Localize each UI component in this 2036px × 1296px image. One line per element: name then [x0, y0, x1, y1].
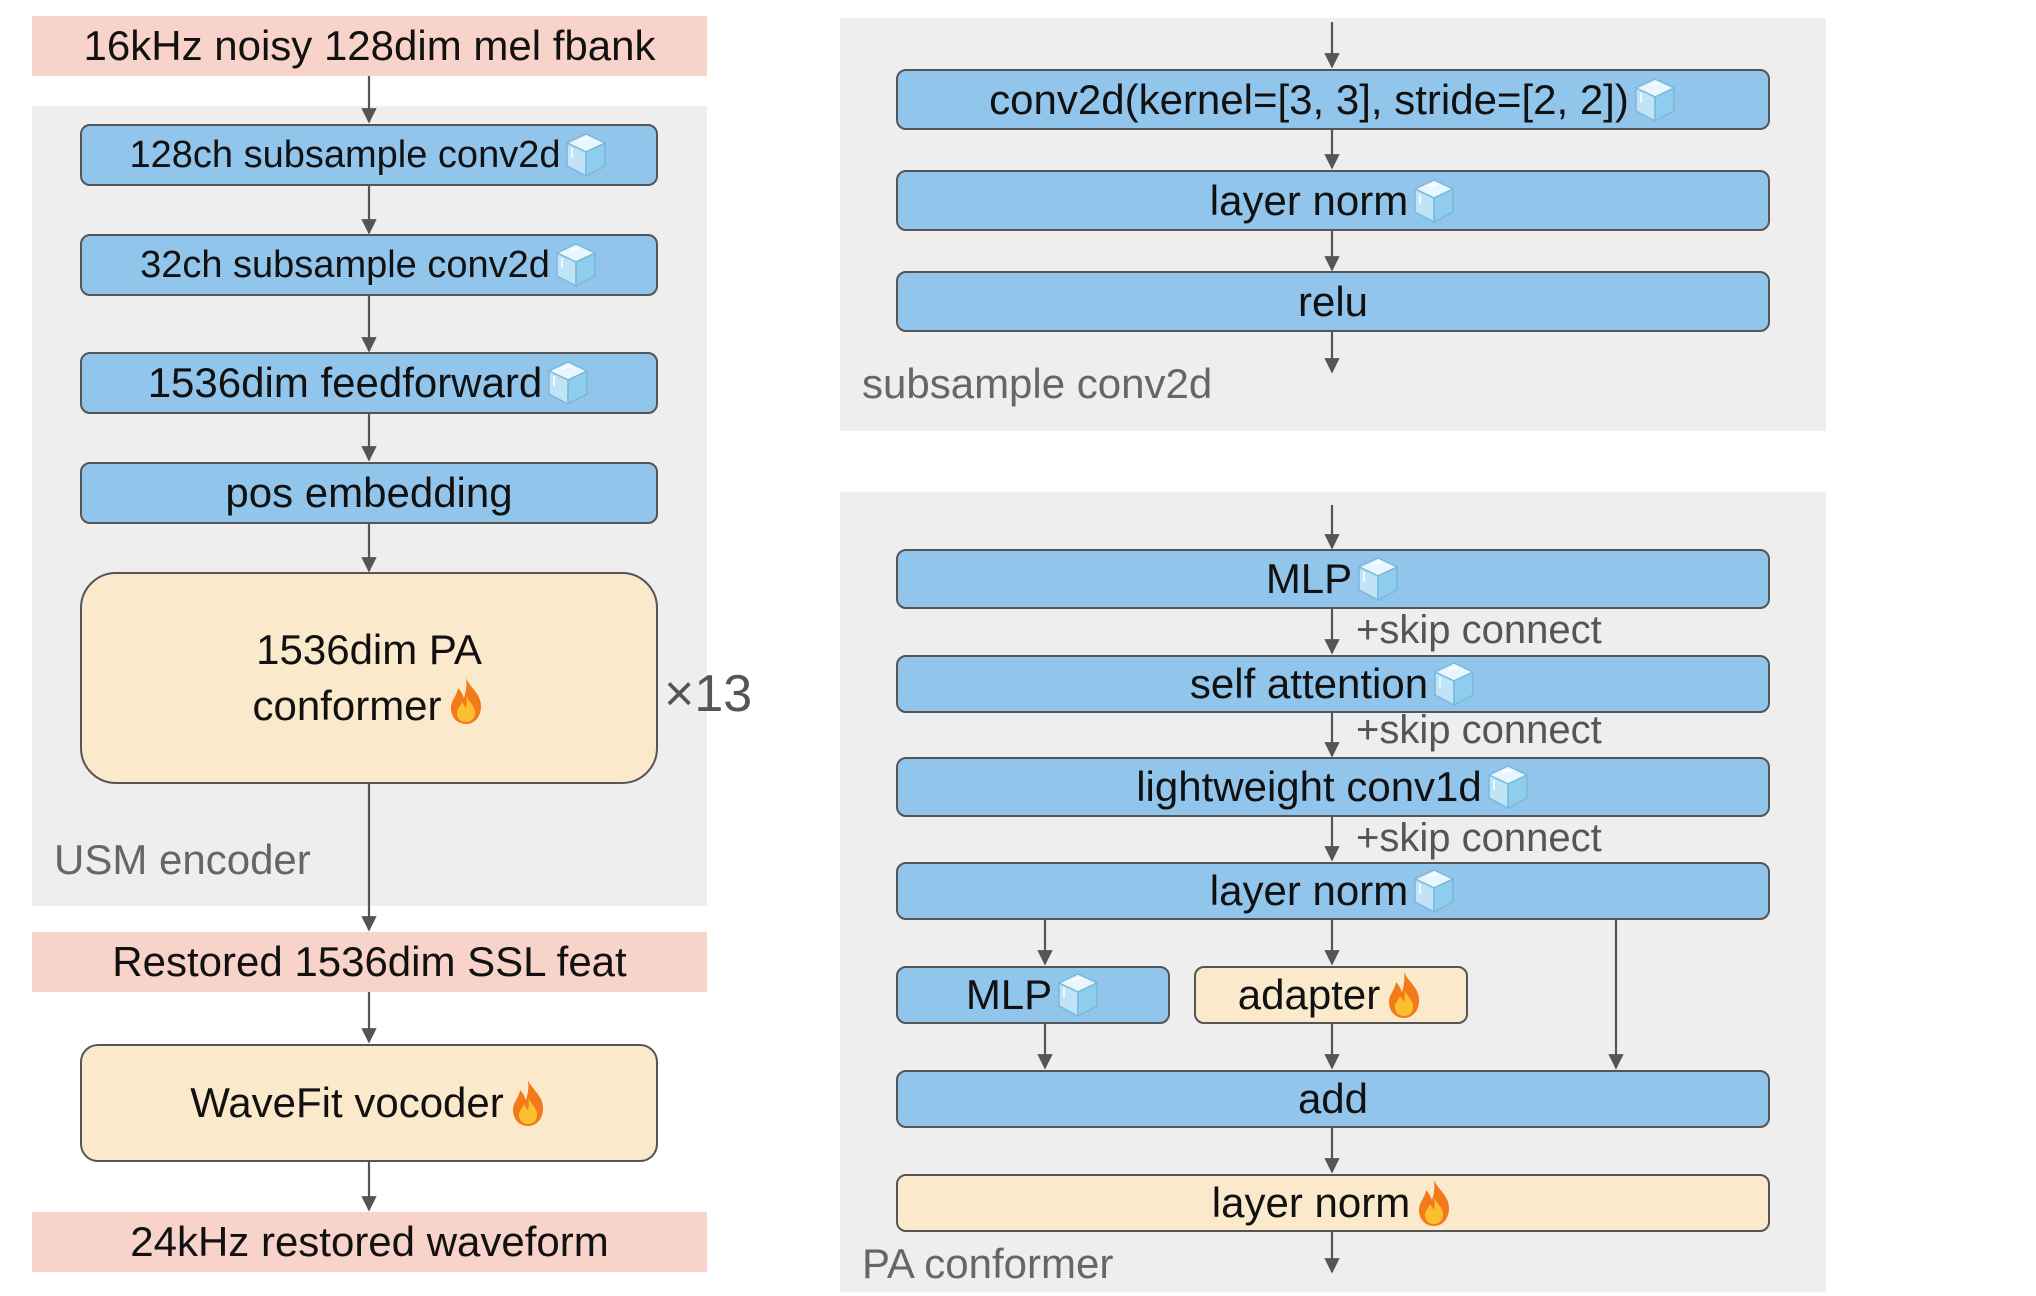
output-layer-norm-block: layer norm: [896, 1174, 1770, 1232]
subsample-conv2d-caption: subsample conv2d: [862, 360, 1213, 407]
ice-cube-icon: [1356, 555, 1400, 603]
conv2d-32ch-block: 32ch subsample conv2d: [80, 234, 658, 296]
repeat-count-label: ×13: [664, 665, 753, 723]
ice-cube-icon: [1486, 763, 1530, 811]
skip-connect-label-2: +skip connect: [1356, 708, 1602, 752]
ice-cube-icon: [1056, 971, 1100, 1019]
pa-layer-norm-block: layer norm: [896, 862, 1770, 920]
pa-mlp-block: MLP: [896, 549, 1770, 609]
adapter-block: adapter: [1194, 966, 1468, 1024]
pa-conformer-caption: PA conformer: [862, 1240, 1114, 1287]
ice-cube-icon: [1412, 867, 1456, 915]
input-features-text: 16kHz noisy 128dim mel fbank: [83, 22, 656, 69]
input-features-label: 16kHz noisy 128dim mel fbank: [32, 16, 707, 76]
subsample-layer-norm-block: layer norm: [896, 170, 1770, 231]
ice-cube-icon: [1633, 76, 1677, 124]
skip-connect-label-1: +skip connect: [1356, 608, 1602, 652]
fire-icon: [446, 676, 486, 726]
fire-icon: [508, 1078, 548, 1128]
ice-cube-icon: [1412, 177, 1456, 225]
conv2d-block: conv2d(kernel=[3, 3], stride=[2, 2]): [896, 69, 1770, 130]
pos-embedding-block: pos embedding: [80, 462, 658, 524]
feedforward-block: 1536dim feedforward: [80, 352, 658, 414]
pa-conformer-block: 1536dim PA conformer: [80, 572, 658, 784]
ice-cube-icon: [554, 241, 598, 289]
self-attention-block: self attention: [896, 655, 1770, 713]
fire-icon: [1414, 1178, 1454, 1228]
usm-encoder-caption: USM encoder: [54, 836, 311, 883]
ice-cube-icon: [546, 359, 590, 407]
branch-mlp-block: MLP: [896, 966, 1170, 1024]
add-block: add: [896, 1070, 1770, 1128]
ice-cube-icon: [564, 131, 608, 179]
ice-cube-icon: [1432, 660, 1476, 708]
relu-block: relu: [896, 271, 1770, 332]
wavefit-vocoder-block: WaveFit vocoder: [80, 1044, 658, 1162]
ssl-features-label: Restored 1536dim SSL feat: [32, 932, 707, 992]
fire-icon: [1384, 970, 1424, 1020]
output-waveform-label: 24kHz restored waveform: [32, 1212, 707, 1272]
lightweight-conv1d-block: lightweight conv1d: [896, 757, 1770, 817]
skip-connect-label-3: +skip connect: [1356, 816, 1602, 860]
conv2d-128ch-block: 128ch subsample conv2d: [80, 124, 658, 186]
